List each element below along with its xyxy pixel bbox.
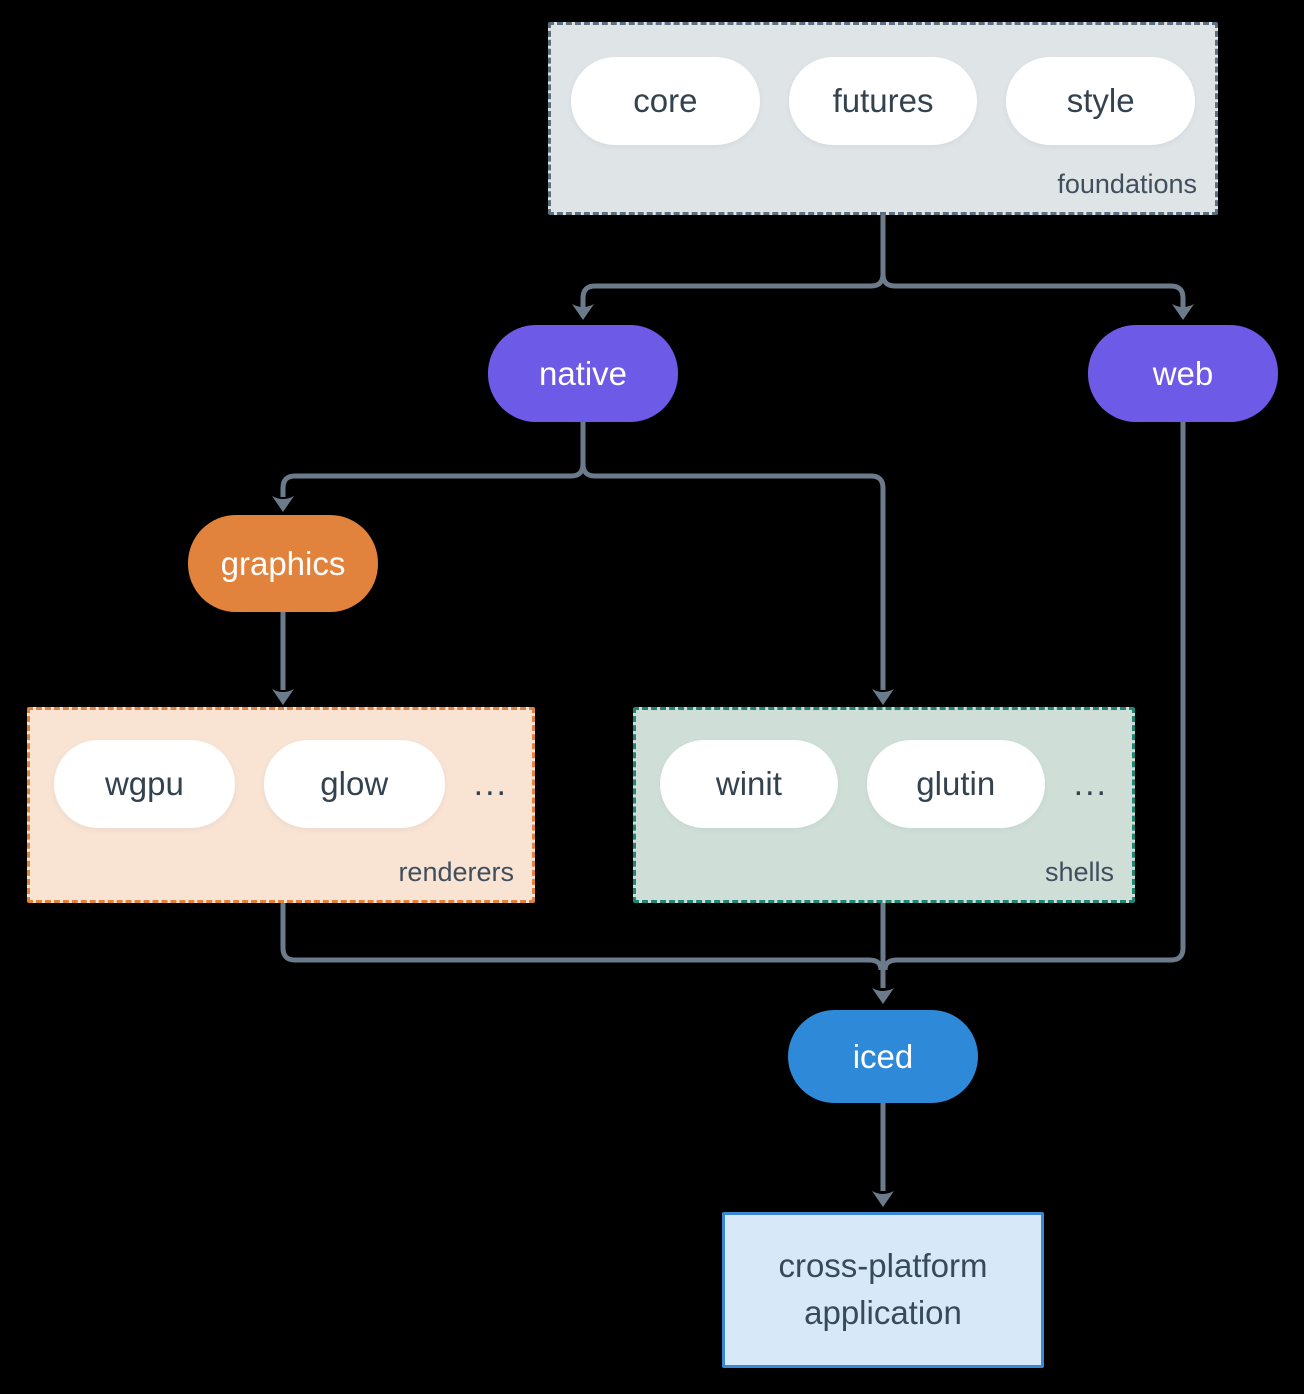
arrowhead-iced	[872, 988, 894, 1004]
renderers-group-label: renderers	[398, 857, 514, 887]
arrowhead-graphics	[272, 496, 294, 512]
pill-core-label: core	[633, 82, 698, 119]
pill-futures: futures	[788, 57, 978, 145]
edge-native-graphics	[280, 422, 586, 497]
edge-foundations-web	[880, 273, 1186, 307]
pill-glutin-label: glutin	[916, 765, 996, 802]
pill-glow: glow	[263, 740, 445, 828]
application-label-line2: application	[804, 1294, 962, 1331]
application-label-line1: cross-platform	[778, 1247, 988, 1285]
pill-glow-label: glow	[320, 765, 389, 802]
node-web: web	[1088, 325, 1278, 422]
arrowhead-web	[1172, 304, 1194, 320]
pill-futures-label: futures	[832, 82, 934, 119]
shells-ellipsis: ...	[1073, 764, 1108, 803]
group-foundations: core futures style foundations	[548, 22, 1218, 215]
arrowhead-renderers	[272, 689, 294, 705]
edge-foundations-native	[580, 215, 886, 307]
node-iced-label: iced	[852, 1037, 914, 1075]
pill-core: core	[571, 57, 760, 145]
edge-renderers-iced	[280, 903, 884, 971]
pill-style: style	[1006, 57, 1196, 145]
edge-web-iced	[882, 422, 1186, 971]
renderers-ellipsis: ...	[473, 764, 508, 803]
pill-glutin: glutin	[866, 740, 1045, 828]
group-shells: winit glutin ... shells	[633, 707, 1135, 903]
node-iced: iced	[788, 1010, 978, 1103]
node-application: cross-platform application	[722, 1212, 1044, 1368]
node-graphics-label: graphics	[220, 544, 346, 582]
node-native-label: native	[538, 354, 628, 392]
arrowhead-native	[572, 304, 594, 320]
pill-style-label: style	[1066, 82, 1135, 119]
shells-group-label: shells	[1044, 857, 1114, 887]
arrowhead-shells	[872, 689, 894, 705]
node-web-label: web	[1152, 354, 1214, 392]
node-native: native	[488, 325, 678, 422]
pill-wgpu: wgpu	[54, 740, 235, 828]
renderers-pills: wgpu glow ...	[30, 740, 532, 828]
foundations-group-label: foundations	[1057, 169, 1197, 199]
group-renderers: wgpu glow ... renderers	[27, 707, 535, 903]
pill-winit-label: winit	[715, 765, 782, 802]
foundations-pills: core futures style	[551, 57, 1215, 145]
node-graphics: graphics	[188, 515, 378, 612]
shells-pills: winit glutin ...	[636, 740, 1132, 828]
edge-native-shells	[580, 463, 886, 690]
pill-wgpu-label: wgpu	[104, 765, 184, 802]
arrowhead-application	[872, 1191, 894, 1207]
pill-winit: winit	[660, 740, 838, 828]
